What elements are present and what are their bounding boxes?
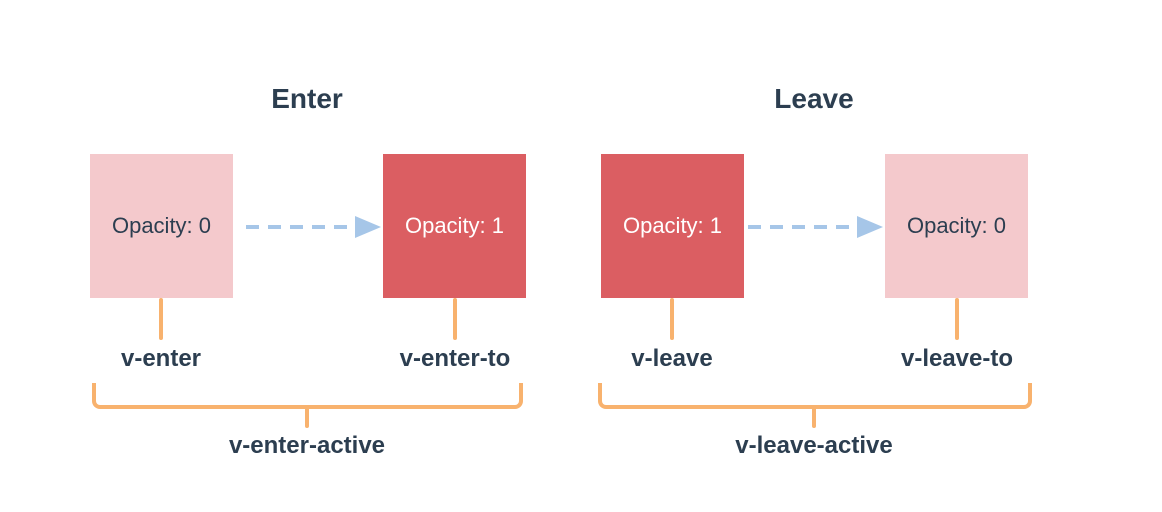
v-enter-class-label: v-enter [120,345,202,372]
v-leave-class-label: v-leave [631,345,713,372]
enter-active-bracket [92,383,523,409]
v-leave-active-class-label: v-leave-active [735,432,893,459]
v-enter-active-class-label: v-enter-active [228,432,386,459]
enter-section-title: Enter [271,83,343,114]
enter-end-box-label: Opacity: 1 [404,213,505,238]
leave-start-box: Opacity: 1 [601,154,744,298]
leave-dashed-arrow-icon [748,216,883,238]
enter-start-box-label: Opacity: 0 [111,213,212,238]
leave-start-box-label: Opacity: 1 [622,213,723,238]
enter-start-box: Opacity: 0 [90,154,233,298]
leave-section-title: Leave [774,83,854,114]
leave-end-connector-line [955,298,959,340]
enter-end-connector-line [453,298,457,340]
v-leave-to-class-label: v-leave-to [900,345,1014,372]
leave-end-box: Opacity: 0 [885,154,1028,298]
v-enter-to-class-label: v-enter-to [399,345,511,372]
enter-end-box: Opacity: 1 [383,154,526,298]
enter-dashed-arrow-icon [246,216,381,238]
enter-active-bracket-stem [305,407,309,428]
leave-start-connector-line [670,298,674,340]
leave-active-bracket-stem [812,407,816,428]
leave-active-bracket [598,383,1032,409]
enter-start-connector-line [159,298,163,340]
leave-end-box-label: Opacity: 0 [906,213,1007,238]
